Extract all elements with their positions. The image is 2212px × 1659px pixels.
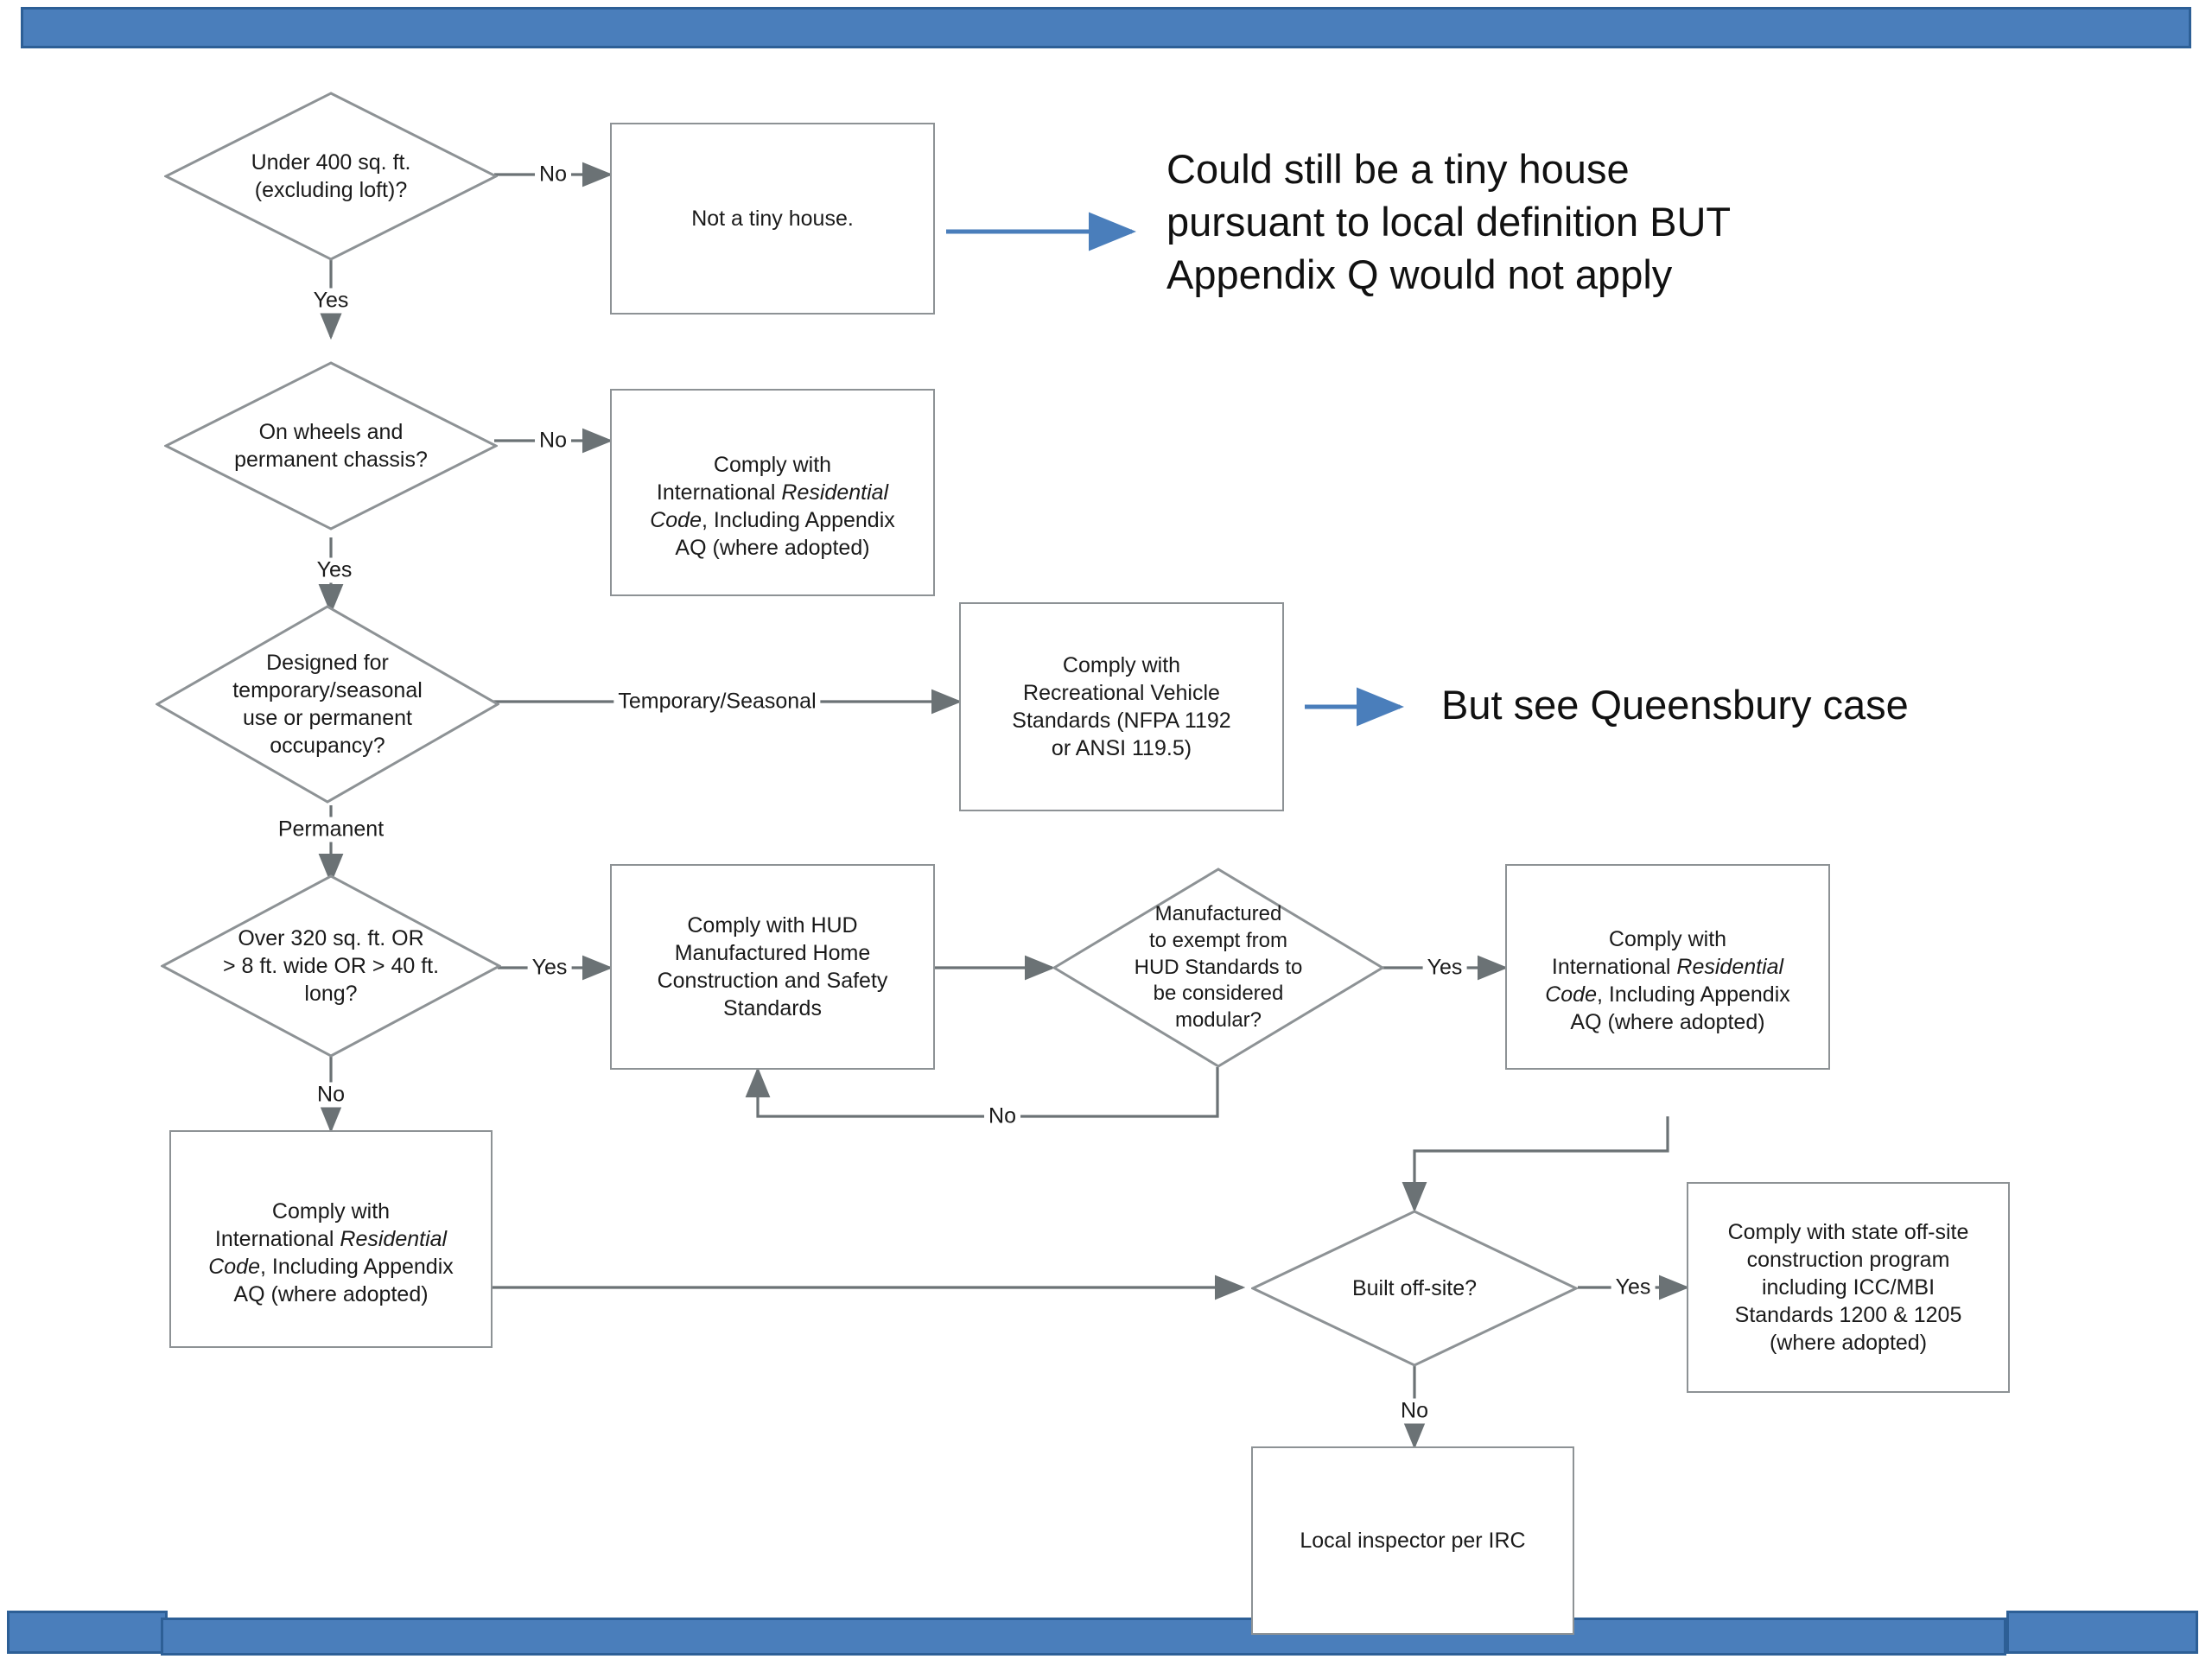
box-not-a-tiny-house-label: Not a tiny house. xyxy=(691,207,854,231)
edge-label-n9-yes: Yes xyxy=(1422,955,1467,981)
annotation-queensbury-case: But see Queensbury case xyxy=(1441,682,1909,728)
decision-built-off-site-label: Built off-site? xyxy=(1351,1276,1478,1300)
box-irc-appendix-aq-small-label: Comply with International Residential Co… xyxy=(200,1166,462,1312)
irc-text-italic-code: Code xyxy=(650,508,702,532)
irc-small-text-post: , Including Appendix AQ (where adopted) xyxy=(233,1255,454,1306)
edge-label-n3-no: No xyxy=(535,428,571,454)
box-irc-appendix-aq-modular[interactable]: Comply with International Residential Co… xyxy=(1505,864,1830,1070)
decision-under-400-sqft-label: Under 400 sq. ft. (excluding loft)? xyxy=(251,150,411,202)
decision-built-off-site[interactable]: Built off-site? xyxy=(1251,1210,1578,1367)
decision-temporary-or-permanent-label: Designed for temporary/seasonal use or p… xyxy=(232,651,423,758)
decision-exempt-from-hud-modular-label: Manufactured to exempt from HUD Standard… xyxy=(1134,902,1303,1033)
irc-modular-italic-residential: Residential xyxy=(1676,955,1784,979)
decision-over-320-sqft[interactable]: Over 320 sq. ft. OR > 8 ft. wide OR > 40… xyxy=(161,874,501,1058)
irc-small-italic-residential: Residential xyxy=(340,1227,448,1251)
slide-bottom-banner-left xyxy=(7,1611,168,1654)
box-state-offsite-program[interactable]: Comply with state off-site construction … xyxy=(1687,1182,2010,1393)
decision-on-wheels-chassis[interactable]: On wheels and permanent chassis? xyxy=(164,361,498,531)
box-irc-appendix-aq-small[interactable]: Comply with International Residential Co… xyxy=(169,1130,493,1348)
edge-label-n9-no: No xyxy=(984,1103,1020,1129)
decision-on-wheels-chassis-label: On wheels and permanent chassis? xyxy=(234,420,428,472)
decision-temporary-or-permanent[interactable]: Designed for temporary/seasonal use or p… xyxy=(156,605,499,804)
edge-label-n7-no: No xyxy=(313,1082,349,1108)
slide-bottom-banner-mid xyxy=(161,1618,2006,1656)
box-rv-standards[interactable]: Comply with Recreational Vehicle Standar… xyxy=(959,602,1284,811)
box-irc-appendix-aq-wheels-label: Comply with International Residential Co… xyxy=(641,420,904,565)
box-hud-standards[interactable]: Comply with HUD Manufactured Home Constr… xyxy=(610,864,935,1070)
box-rv-standards-label: Comply with Recreational Vehicle Standar… xyxy=(1012,653,1231,760)
edge-label-n3-yes: Yes xyxy=(312,557,357,583)
box-not-a-tiny-house[interactable]: Not a tiny house. xyxy=(610,123,935,315)
irc-small-text-pre: Comply with International xyxy=(214,1199,391,1251)
slide-top-banner xyxy=(21,7,2191,48)
irc-text-pre: Comply with International xyxy=(656,453,832,505)
annotation-local-definition: Could still be a tiny house pursuant to … xyxy=(1166,146,1732,298)
edge-label-n12-no: No xyxy=(1396,1398,1433,1424)
flowchart-canvas: Under 400 sq. ft. (excluding loft)? Not … xyxy=(0,52,2212,1635)
decision-exempt-from-hud-modular[interactable]: Manufactured to exempt from HUD Standard… xyxy=(1052,868,1384,1068)
edge-label-n12-yes: Yes xyxy=(1611,1274,1656,1300)
box-irc-appendix-aq-modular-label: Comply with International Residential Co… xyxy=(1536,894,1799,1039)
edge-label-n7-yes: Yes xyxy=(527,955,572,981)
box-state-offsite-program-label: Comply with state off-site construction … xyxy=(1727,1220,1969,1355)
edge-label-n5-permanent: Permanent xyxy=(273,817,389,842)
box-local-inspector-label: Local inspector per IRC xyxy=(1300,1529,1526,1553)
decision-over-320-sqft-label: Over 320 sq. ft. OR > 8 ft. wide OR > 40… xyxy=(222,926,440,1006)
irc-modular-italic-code: Code xyxy=(1545,982,1597,1007)
decision-under-400-sqft[interactable]: Under 400 sq. ft. (excluding loft)? xyxy=(164,92,498,261)
irc-modular-text-pre: Comply with International xyxy=(1551,927,1727,979)
irc-small-italic-code: Code xyxy=(208,1255,260,1279)
edge-label-n1-no: No xyxy=(535,162,571,188)
edge-label-n1-yes: Yes xyxy=(308,288,353,314)
irc-text-post: , Including Appendix AQ (where adopted) xyxy=(675,508,895,560)
box-hud-standards-label: Comply with HUD Manufactured Home Constr… xyxy=(657,913,888,1020)
irc-text-italic-residential: Residential xyxy=(781,480,889,505)
irc-modular-text-post: , Including Appendix AQ (where adopted) xyxy=(1570,982,1790,1034)
slide-bottom-banner-right xyxy=(2006,1611,2198,1654)
edge-n10-n12 xyxy=(1402,1116,1669,1213)
box-local-inspector[interactable]: Local inspector per IRC xyxy=(1251,1446,1574,1635)
edge-label-n5-temporary: Temporary/Seasonal xyxy=(613,689,821,715)
box-irc-appendix-aq-wheels[interactable]: Comply with International Residential Co… xyxy=(610,389,935,596)
